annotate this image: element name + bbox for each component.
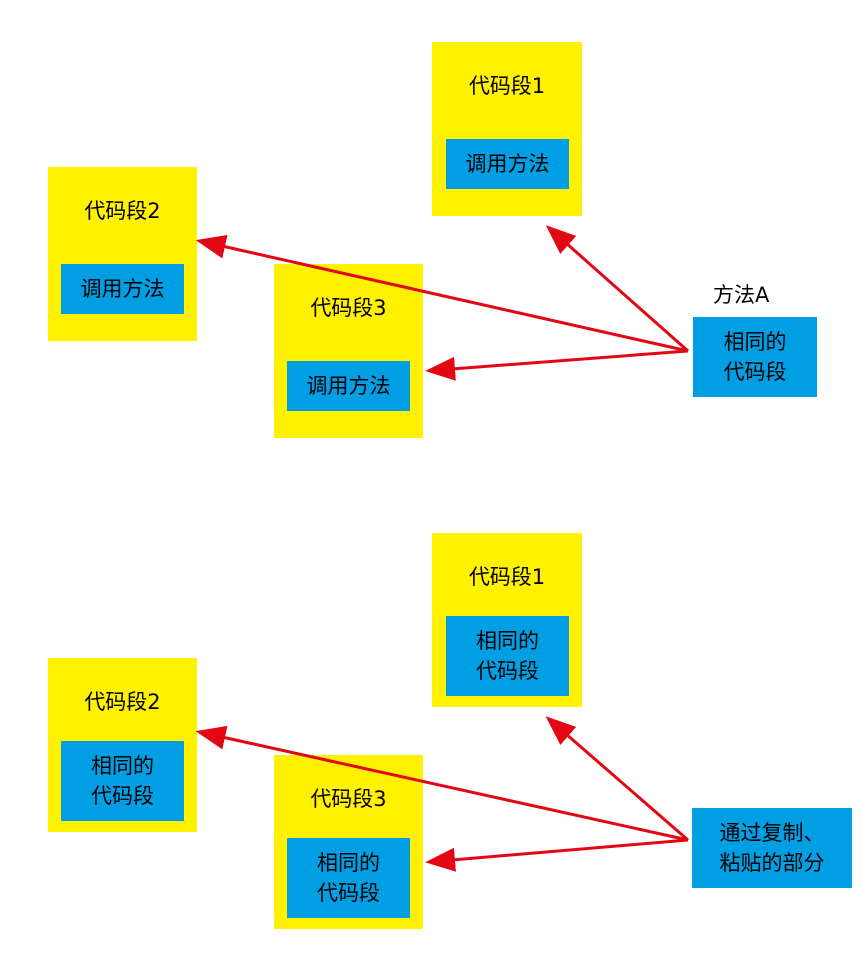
duplicated-code-line: 相同的: [317, 851, 380, 875]
call-method-box: 调用方法: [287, 361, 410, 411]
arrow-to-bottom-block-2: [195, 725, 689, 842]
block-title: 代码段2: [84, 690, 161, 714]
call-method-label: 调用方法: [306, 374, 391, 398]
block-title: 代码段1: [468, 565, 546, 589]
duplicated-code-box: 相同的 代码段: [287, 838, 410, 918]
method-a-source-box: 相同的 代码段: [693, 317, 817, 397]
copy-paste-source-box: 通过复制、 粘贴的部分: [692, 808, 852, 888]
source-line: 粘贴的部分: [719, 851, 825, 875]
block-title: 代码段1: [468, 74, 546, 98]
top-code-block-3: 代码段3 调用方法: [274, 264, 423, 438]
source-line: 代码段: [723, 360, 787, 384]
duplicated-code-box: 相同的 代码段: [446, 616, 569, 696]
block-title: 代码段2: [84, 199, 161, 223]
arrow-to-top-block-2: [195, 234, 689, 353]
arrow-to-top-block-1: [545, 225, 689, 353]
call-method-label: 调用方法: [80, 277, 165, 301]
method-a-label: 方法A: [713, 283, 770, 307]
duplicated-code-line: 代码段: [317, 881, 380, 905]
top-code-block-1: 代码段1 调用方法: [432, 42, 582, 216]
bottom-code-block-2: 代码段2 相同的 代码段: [48, 658, 197, 832]
duplicated-code-box: 相同的 代码段: [61, 741, 184, 821]
block-title: 代码段3: [310, 787, 387, 811]
arrow-to-bottom-block-1: [545, 716, 689, 842]
duplicated-code-line: 相同的: [476, 629, 539, 653]
bottom-code-block-1: 代码段1 相同的 代码段: [432, 533, 582, 707]
source-line: 通过复制、: [719, 821, 825, 845]
call-method-box: 调用方法: [446, 139, 569, 189]
duplicated-code-line: 代码段: [91, 784, 154, 808]
block-title: 代码段3: [310, 296, 387, 320]
duplicated-code-line: 相同的: [91, 754, 154, 778]
top-code-block-2: 代码段2 调用方法: [48, 167, 197, 341]
duplicated-code-line: 代码段: [476, 659, 539, 683]
bottom-code-block-3: 代码段3 相同的 代码段: [274, 755, 423, 929]
arrow-to-bottom-block-3: [425, 838, 689, 872]
source-line: 相同的: [723, 330, 787, 354]
call-method-label: 调用方法: [465, 152, 550, 176]
call-method-box: 调用方法: [61, 264, 184, 314]
arrow-to-top-block-3: [425, 349, 689, 381]
